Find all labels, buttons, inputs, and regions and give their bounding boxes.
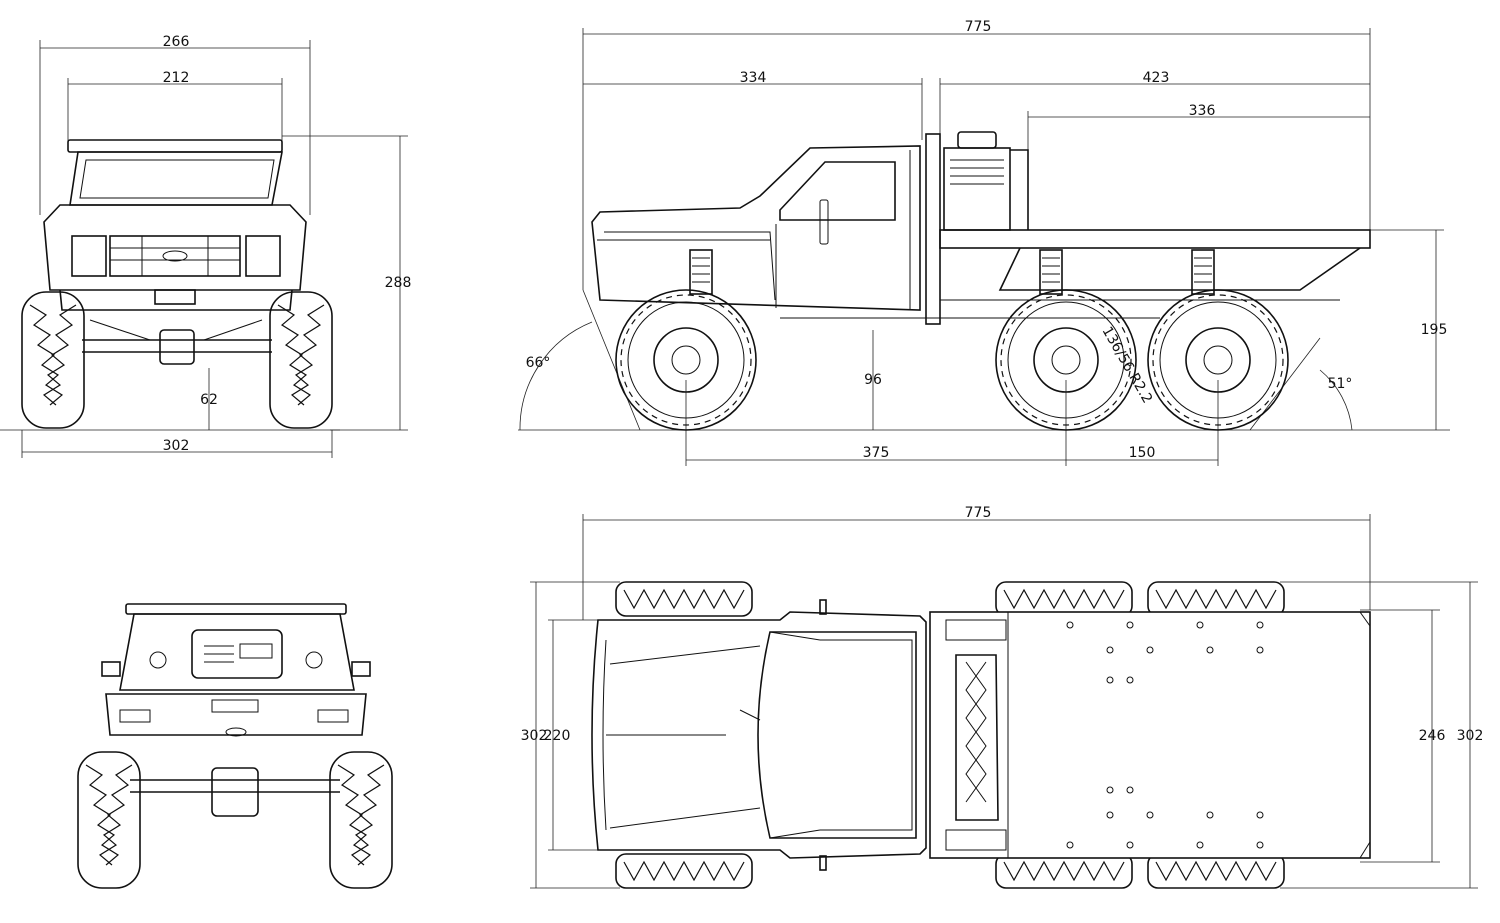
- front-height-288-label: 288: [385, 275, 412, 291]
- side-length-775-label: 775: [965, 19, 992, 35]
- side-cab-334-label: 334: [740, 70, 767, 86]
- side-view: 775 334 423 336 195 96 375 150: [518, 19, 1450, 466]
- side-middle-wheel: 136/56 R2.2: [995, 289, 1155, 431]
- top-cab-width-220-label: 220: [544, 728, 571, 744]
- side-clearance-96-label: 96: [864, 372, 882, 388]
- side-front-wheel: [615, 289, 757, 431]
- top-cab: [591, 599, 927, 871]
- top-width-302-right-label: 302: [1457, 728, 1484, 744]
- front-dimensions: 266 212 288 62 302: [0, 34, 411, 458]
- side-wheelbase-150-label: 150: [1129, 445, 1156, 461]
- bed-bolts: [1066, 621, 1264, 849]
- departure-angle-label: 51°: [1328, 376, 1353, 392]
- front-width-266-label: 266: [163, 34, 190, 50]
- side-body: [591, 131, 1371, 325]
- top-view: 775 302 220 246 302: [521, 505, 1484, 889]
- side-bed-height-195-label: 195: [1421, 322, 1448, 338]
- top-bed-width-246-label: 246: [1419, 728, 1446, 744]
- front-view: 266 212 288 62 302: [0, 34, 411, 458]
- front-right-tire: [269, 291, 333, 429]
- front-track-302-label: 302: [163, 438, 190, 454]
- top-dimensions: 775 302 220 246 302: [521, 505, 1484, 889]
- side-rear-wheel: [1147, 289, 1289, 431]
- side-dimensions: 775 334 423 336 195 96 375 150: [518, 19, 1450, 466]
- top-width-302-left-label: 302: [521, 728, 548, 744]
- front-left-tire: [21, 291, 85, 429]
- side-bed-336-label: 336: [1189, 103, 1216, 119]
- rear-view: [77, 603, 393, 889]
- front-width-212-label: 212: [163, 70, 190, 86]
- front-body: [43, 139, 307, 365]
- top-bed: [929, 611, 1371, 859]
- side-wheelbase-375-label: 375: [863, 445, 890, 461]
- rear-left-tire: [77, 751, 141, 889]
- front-clearance-62-label: 62: [200, 392, 218, 408]
- top-length-775-label: 775: [965, 505, 992, 521]
- approach-angle-label: 66°: [526, 355, 551, 371]
- rear-right-tire: [329, 751, 393, 889]
- side-rear-423-label: 423: [1143, 70, 1170, 86]
